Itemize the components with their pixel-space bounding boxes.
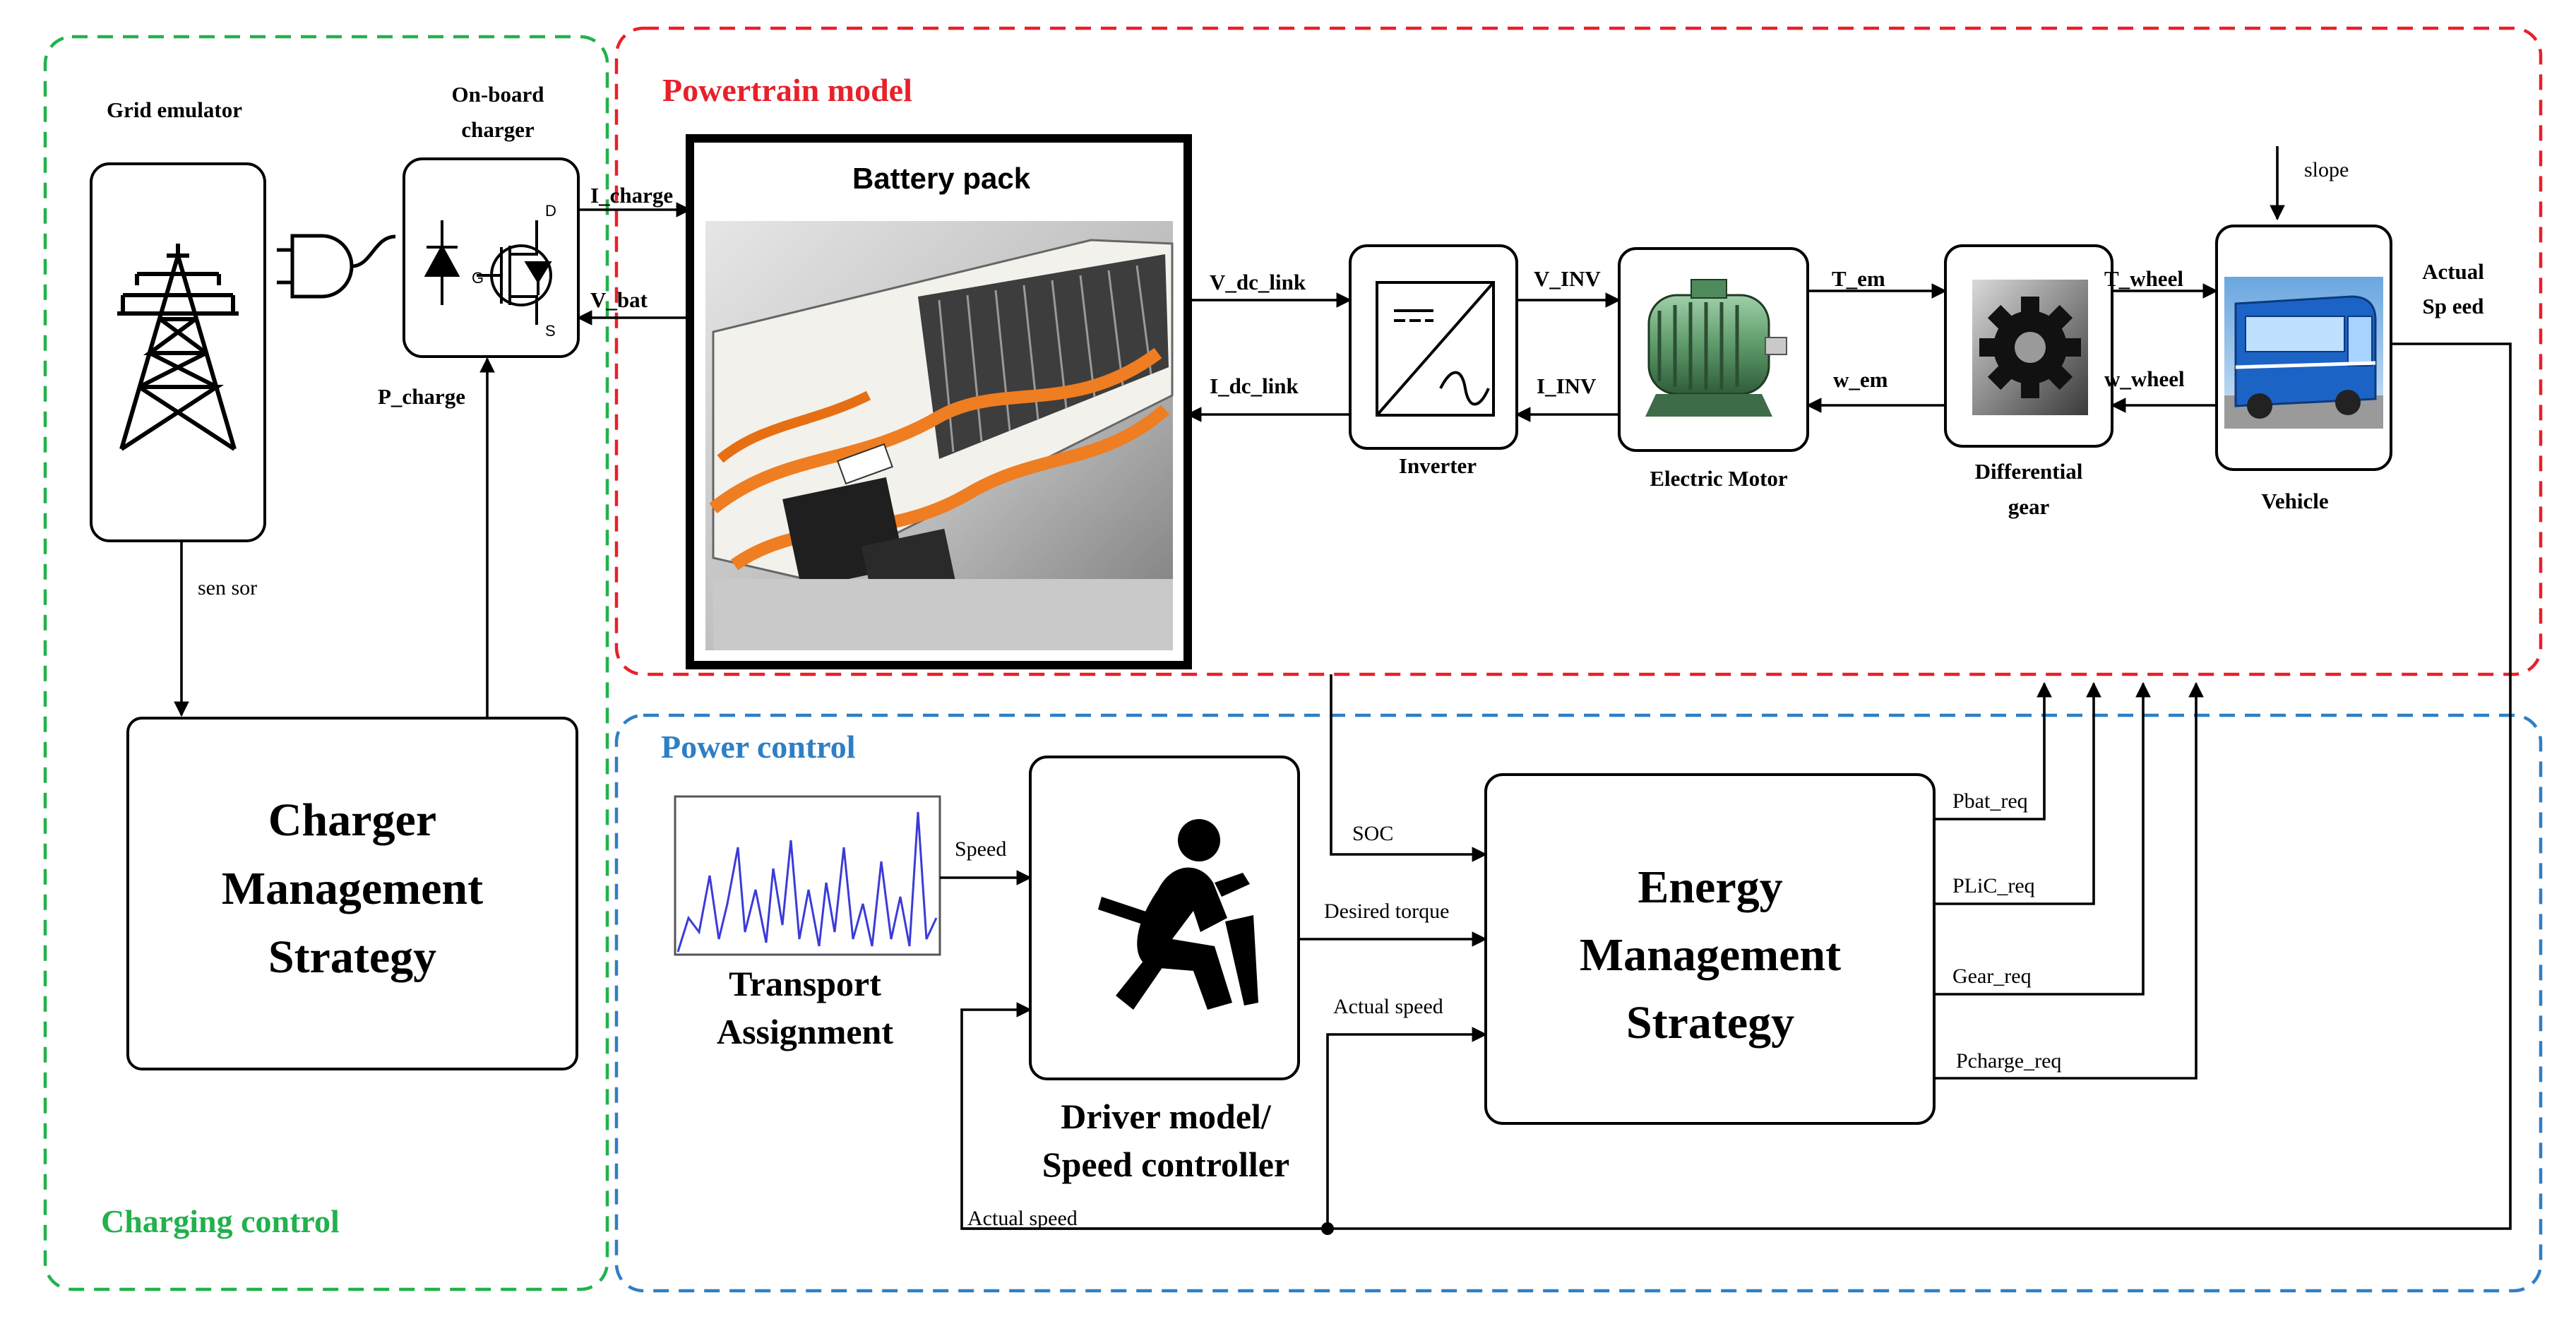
energy-mgmt-line-2: Management [1580,929,1841,981]
gear-icon [1972,280,2088,415]
v-inv-label: V_INV [1534,266,1601,291]
pbat-req-label: Pbat_req [1952,789,2028,813]
actual-speed-to-driver-wire [960,1002,1328,1230]
powertrain-region-border [614,26,2543,676]
v-dc-link-label: V_dc_link [1210,270,1306,294]
source-letter: S [545,322,556,340]
onboard-charger-label-1: On-board [452,82,544,107]
w-em-label: w_em [1833,367,1888,392]
region-powertrain-model: Powertrain model [614,26,2543,676]
bus-icon [2224,277,2383,429]
energy-management-block [1484,773,1936,1125]
differential-gear-label-2: gear [2008,494,2050,519]
gear-req-wire [1934,681,2151,996]
onboard-charger-block [402,157,580,358]
gear-req-label: Gear_req [1952,965,2032,988]
driver-seat-icon [1098,819,1258,1010]
vehicle-label: Vehicle [2261,489,2328,513]
charger-mgmt-line-3: Strategy [268,931,436,983]
inverter-block [1349,244,1518,450]
gate-letter: G [472,269,484,287]
onboard-charger-label-2: charger [461,117,535,142]
battery-pack-block: Battery pack [686,134,1192,669]
battery-pack-label: Battery pack [852,162,1031,195]
charger-management-block [126,717,578,1070]
p-charge-label: P_charge [378,384,465,409]
transport-assignment-line-1: Transport [729,964,881,1003]
power-region-border [614,713,2543,1293]
i-charge-label: I_charge [590,183,673,208]
grid-emulator-label: Grid emulator [107,97,242,122]
soc-wire [1330,674,1488,862]
differential-gear-label-1: Differential [1975,459,2083,484]
actual-speed-feedback-wire [962,342,2512,1230]
region-charging-control: Charging control [43,35,609,1291]
power-control-title: Power control [661,729,856,765]
transport-assignment-line-2: Assignment [717,1012,893,1051]
t-wheel-label: T_wheel [2104,266,2183,291]
actual-speed-to-ems-wire [1326,1027,1488,1229]
pbat-req-wire [1934,681,2052,820]
battery-pack-photo [705,221,1174,650]
charging-control-title: Charging control [101,1203,340,1239]
plug-icon [277,234,396,299]
sensor-label: sen sor [198,576,257,599]
desired-torque-label: Desired torque [1324,900,1449,923]
energy-mgmt-line-1: Energy [1638,861,1782,913]
driver-model-line-2: Speed controller [1042,1145,1289,1184]
drain-letter: D [545,202,556,220]
electric-motor-icon [1645,279,1787,417]
actual-speed-top-label-1: Actual [2422,259,2484,284]
t-em-label: T_em [1832,266,1885,291]
diode-mosfet-icon [424,220,552,325]
actual-speed-top-label-2: Sp eed [2423,294,2484,318]
inverter-label: Inverter [1399,453,1477,478]
actual-speed-bottom-label: Actual speed [967,1207,1078,1230]
w-wheel-label: w_wheel [2104,366,2185,391]
charger-mgmt-line-2: Management [222,863,483,914]
i-dc-link-label: I_dc_link [1210,374,1299,398]
actual-speed-mid-label: Actual speed [1333,995,1443,1018]
pcharge-req-wire [1934,681,2204,1080]
powertrain-model-title: Powertrain model [662,72,912,108]
driver-model-line-1: Driver model/ [1061,1097,1272,1136]
region-power-control: Power control [614,713,2543,1293]
charging-region-border [43,35,609,1291]
speed-profile-plot [674,795,941,956]
inverter-symbol-icon [1376,281,1495,417]
slope-label: slope [2304,158,2349,181]
v-bat-label: V_bat [590,287,648,312]
transmission-tower-icon [117,244,239,451]
soc-label: SOC [1352,822,1393,845]
pcharge-req-label: Pcharge_req [1956,1049,2061,1073]
plic-req-wire [1934,681,2101,905]
electric-motor-label: Electric Motor [1650,466,1788,491]
speed-label: Speed [955,837,1006,861]
energy-mgmt-line-3: Strategy [1626,997,1794,1049]
plic-req-label: PLiC_req [1952,874,2035,897]
i-inv-label: I_INV [1537,374,1597,398]
charger-mgmt-line-1: Charger [268,794,436,846]
